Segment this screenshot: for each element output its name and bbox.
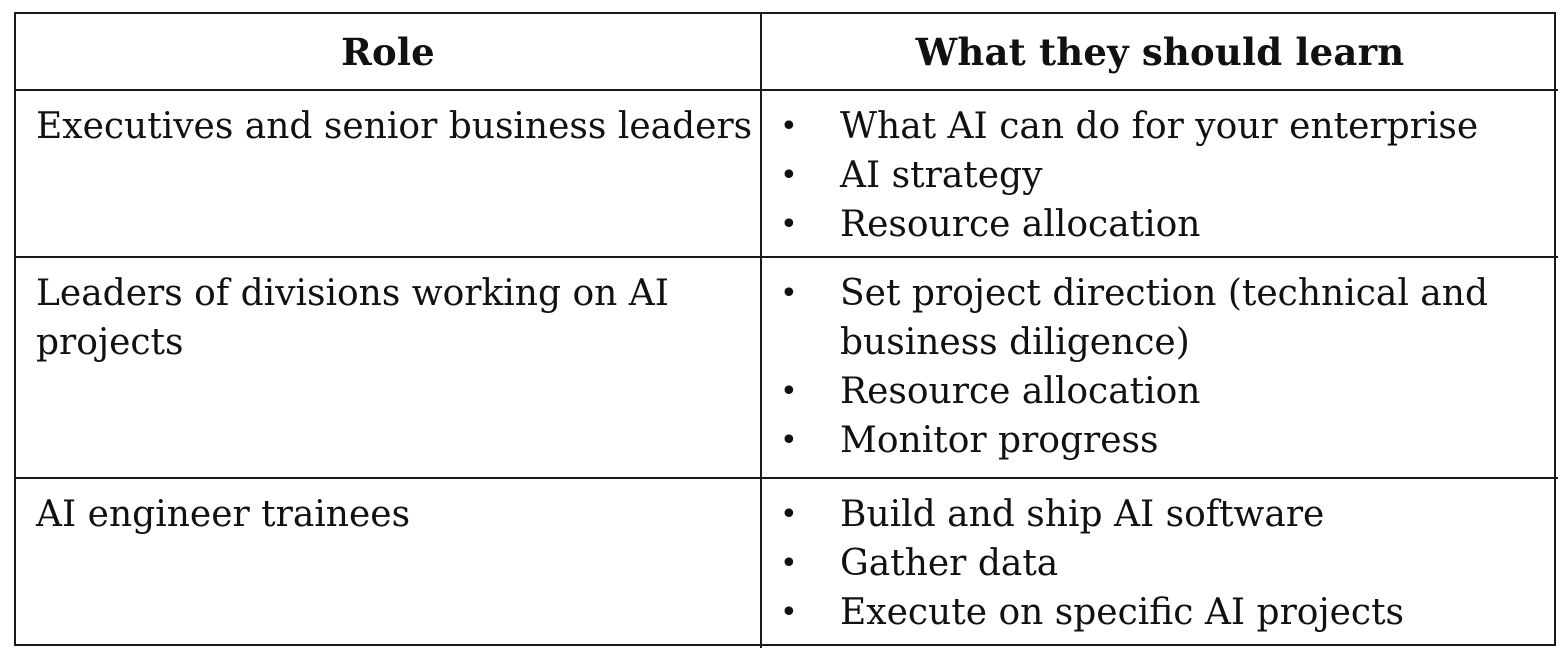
learn-cell: • Set project direction (technical and bu… bbox=[762, 258, 1558, 479]
learn-item: • Build and ship AI software bbox=[762, 490, 1558, 539]
learn-item: • Gather data bbox=[762, 539, 1558, 588]
learn-item-text: Execute on specific AI projects bbox=[840, 592, 1405, 633]
learn-list: • Set project direction (technical and bu… bbox=[762, 269, 1558, 465]
learn-item: • Monitor progress bbox=[762, 416, 1558, 465]
learn-item-text: Build and ship AI software bbox=[840, 494, 1325, 535]
learn-list: • Build and ship AI software • Gather data… bbox=[762, 490, 1558, 637]
bullet-icon: • bbox=[780, 423, 798, 458]
bullet-icon: • bbox=[780, 595, 798, 630]
learn-cell: • What AI can do for your enterprise • AI … bbox=[762, 91, 1558, 258]
bullet-icon: • bbox=[780, 374, 798, 409]
bullet-icon: • bbox=[780, 158, 798, 193]
learn-item: • Set project direction (technical and bu… bbox=[762, 269, 1558, 367]
learn-item: • What AI can do for your enterprise bbox=[762, 102, 1558, 151]
bullet-icon: • bbox=[780, 109, 798, 144]
bullet-icon: • bbox=[780, 207, 798, 242]
header-role: Role bbox=[16, 14, 762, 91]
learn-item: • AI strategy bbox=[762, 151, 1558, 200]
learn-item-text: Resource allocation bbox=[840, 371, 1201, 412]
learn-item-text: AI strategy bbox=[840, 155, 1043, 196]
learn-item-text: Gather data bbox=[840, 543, 1059, 584]
bullet-icon: • bbox=[780, 276, 798, 311]
learn-list: • What AI can do for your enterprise • AI … bbox=[762, 102, 1558, 249]
learn-item: • Resource allocation bbox=[762, 200, 1558, 249]
role-cell: AI engineer trainees bbox=[16, 479, 762, 648]
header-what-they-should-learn: What they should learn bbox=[762, 14, 1558, 91]
learn-item-text: What AI can do for your enterprise bbox=[840, 106, 1479, 147]
learn-item-text: Set project direction (technical and bus… bbox=[840, 273, 1488, 363]
learn-item-text: Resource allocation bbox=[840, 204, 1201, 245]
role-cell: Executives and senior business leaders bbox=[16, 91, 762, 258]
bullet-icon: • bbox=[780, 497, 798, 532]
training-table: Role What they should learn Executives a… bbox=[14, 12, 1558, 648]
learn-item: • Execute on specific AI projects bbox=[762, 588, 1558, 637]
learn-cell: • Build and ship AI software • Gather data… bbox=[762, 479, 1558, 648]
learn-item: • Resource allocation bbox=[762, 367, 1558, 416]
learn-item-text: Monitor progress bbox=[840, 420, 1159, 461]
bullet-icon: • bbox=[780, 546, 798, 581]
role-cell: Leaders of divisions working on AI proje… bbox=[16, 258, 762, 479]
